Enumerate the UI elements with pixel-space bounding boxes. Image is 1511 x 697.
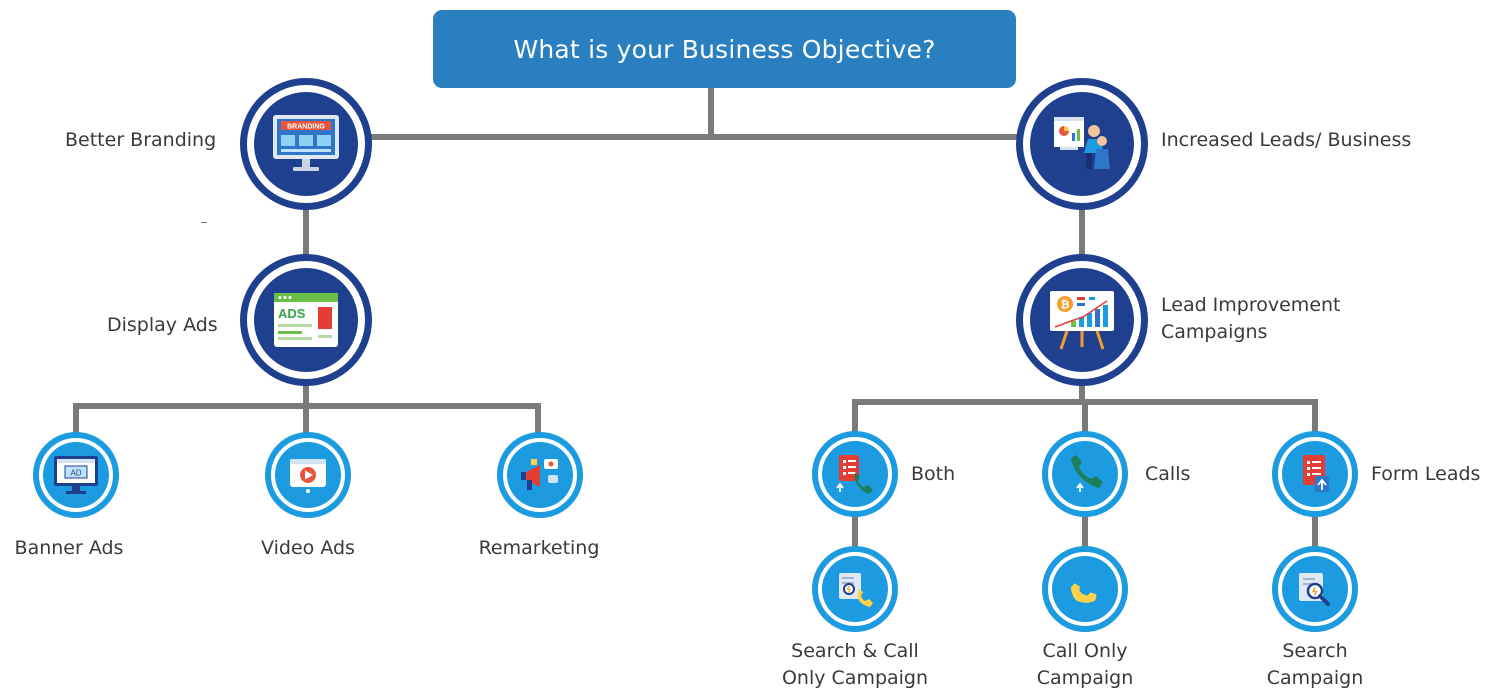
search-call-campaign-label: Search & Call Only Campaign [765,638,945,692]
search-campaign-node [1272,546,1358,632]
stray-dash [201,222,207,223]
search-campaign-line2: Campaign [1266,667,1364,689]
banner-ads-node: AD [33,432,119,518]
search-call-campaign-line2: Only Campaign [781,667,929,689]
ads-browser-icon: ADS [274,293,338,347]
branding-icon-text: BRANDING [287,124,325,131]
lead-improvement-node: ₿ [1016,254,1148,386]
better-branding-label: Better Branding [65,129,217,151]
video-play-icon [290,459,326,493]
presentation-people-icon [1054,117,1110,169]
phone-icon [1071,455,1103,492]
search-campaign-label: Search Campaign [1240,638,1390,692]
both-node [812,431,898,517]
call-only-campaign-node [1042,546,1128,632]
banner-monitor-icon: AD [54,456,98,494]
search-call-campaign-line1: Search & Call [791,640,919,662]
branding-monitor-icon: BRANDING [273,115,339,171]
lead-improvement-label-line1: Lead Improvement [1161,294,1341,316]
call-only-campaign-line2: Campaign [1036,667,1134,689]
form-icon [1303,455,1329,492]
campaign-connectors [852,514,1318,549]
calls-label: Calls [1145,463,1191,485]
remarketing-node [497,432,583,518]
increased-leads-label: Increased Leads/ Business [1161,129,1412,151]
call-only-campaign-line1: Call Only [1042,640,1128,662]
lead-improvement-label: Lead Improvement Campaigns [1161,292,1341,346]
display-ads-label: Display Ads [107,314,218,336]
better-branding-node: BRANDING [240,78,372,210]
ads-icon-text: ADS [278,306,306,321]
search-campaign-line1: Search [1282,640,1348,662]
megaphone-icon [521,459,558,490]
search-call-campaign-node [812,546,898,632]
increased-leads-node [1016,78,1148,210]
phone-handset-icon [1070,583,1097,603]
bitcoin-glyph: ₿ [1061,299,1070,311]
form-leads-node [1272,431,1358,517]
form-phone-icon [836,455,873,494]
both-label: Both [911,463,956,485]
root-connector [361,85,1033,140]
call-only-campaign-label: Call Only Campaign [1010,638,1160,692]
display-ads-node: ADS [240,254,372,386]
display-ads-tree [73,368,541,435]
lead-improvement-label-line2: Campaigns [1161,321,1268,343]
lead-improvement-tree [852,368,1318,434]
banner-icon-text: AD [70,469,81,478]
form-leads-label: Form Leads [1371,463,1481,485]
remarketing-label: Remarketing [478,537,600,559]
business-objective-box: What is your Business Objective? [433,10,1016,88]
search-call-icon [839,573,873,607]
search-document-icon [1299,573,1330,606]
video-ads-label: Video Ads [261,537,355,559]
video-ads-node [265,432,351,518]
bitcoin-easel-icon: ₿ [1050,291,1114,350]
calls-node [1042,431,1128,517]
banner-ads-label: Banner Ads [14,537,124,559]
business-objective-title: What is your Business Objective? [513,34,936,64]
